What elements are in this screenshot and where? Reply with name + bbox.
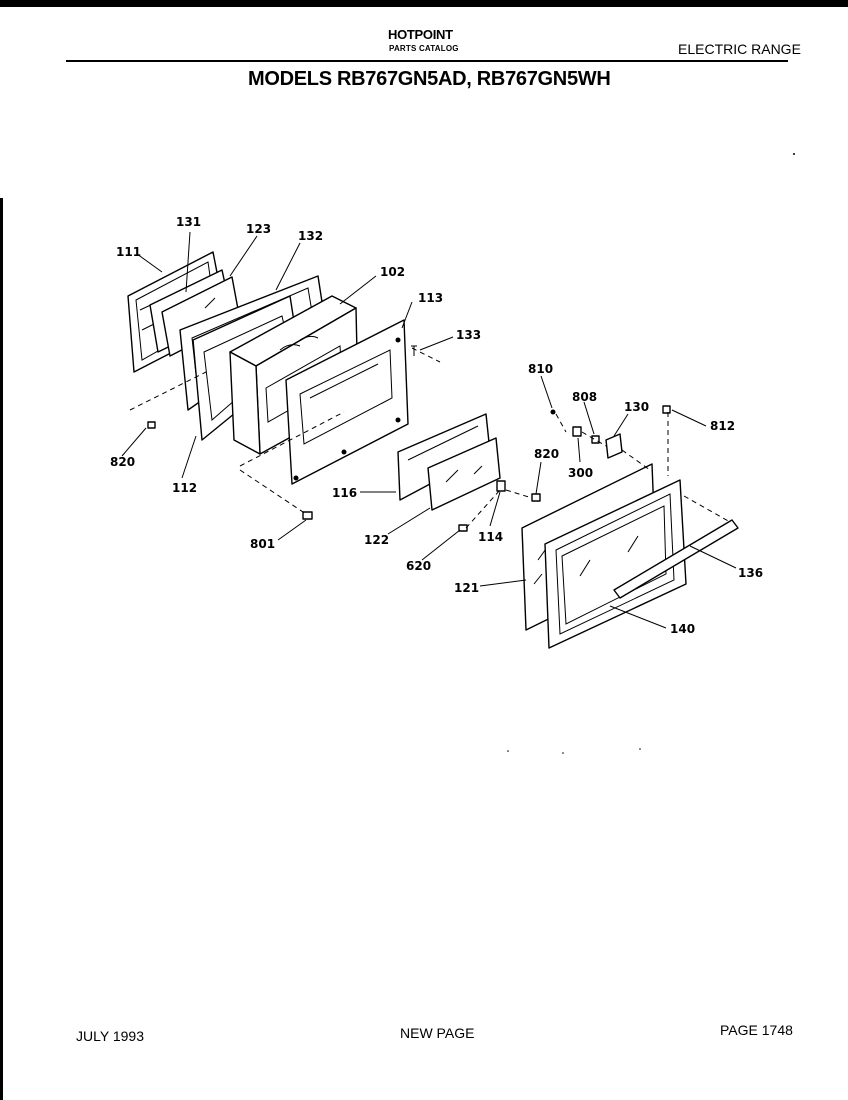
- callout-111: 111: [116, 245, 141, 259]
- callout-620: 620: [406, 559, 431, 573]
- part-801-screw: [302, 511, 313, 520]
- callout-300: 300: [568, 466, 593, 480]
- part-810-pin: [550, 409, 556, 415]
- callout-123: 123: [246, 222, 271, 236]
- part-812-screw: [662, 405, 671, 414]
- part-133-screw: [411, 345, 417, 356]
- category-label: ELECTRIC RANGE: [678, 41, 801, 57]
- part-808-nut: [591, 435, 600, 444]
- callout-114: 114: [478, 530, 503, 544]
- part-130-bracket: [605, 433, 623, 459]
- callout-808: 808: [572, 390, 597, 404]
- part-300-spacer: [572, 426, 582, 437]
- part-114-clip: [496, 480, 506, 492]
- part-122-glass: [427, 437, 501, 511]
- part-136-handle: [613, 519, 739, 599]
- top-border: [0, 0, 848, 7]
- callout-130: 130: [624, 400, 649, 414]
- footer-status: NEW PAGE: [400, 1025, 475, 1041]
- part-113-panel: [285, 319, 409, 485]
- callout-133: 133: [456, 328, 481, 342]
- scan-specks: [507, 153, 795, 754]
- part-620-screw: [458, 524, 468, 532]
- part-820-screw-left: [147, 421, 156, 429]
- part-140-frame: [544, 479, 687, 649]
- callout-801: 801: [250, 537, 275, 551]
- part-820-screw: [531, 493, 541, 502]
- callout-labels: 131 123 111 132 102 113 133 820 112 801 …: [110, 215, 763, 636]
- callout-102: 102: [380, 265, 405, 279]
- footer-page: PAGE 1748: [720, 1022, 793, 1038]
- footer-date: JULY 1993: [76, 1028, 144, 1044]
- models-title: MODELS RB767GN5AD, RB767GN5WH: [248, 68, 611, 90]
- callout-132: 132: [298, 229, 323, 243]
- callout-812: 812: [710, 419, 735, 433]
- callout-131: 131: [176, 215, 201, 229]
- leader-lines: [121, 231, 737, 629]
- left-border: [0, 198, 3, 1100]
- callout-113: 113: [418, 291, 443, 305]
- callout-136: 136: [738, 566, 763, 580]
- callout-820-left: 820: [110, 455, 135, 469]
- callout-121: 121: [454, 581, 479, 595]
- callout-810: 810: [528, 362, 553, 376]
- brand-title: HOTPOINT: [388, 27, 453, 42]
- callout-112: 112: [172, 481, 197, 495]
- callout-140: 140: [670, 622, 695, 636]
- catalog-subtitle: PARTS CATALOG: [389, 44, 459, 53]
- callout-122: 122: [364, 533, 389, 547]
- callout-820-mid: 820: [534, 447, 559, 461]
- header-rule: [66, 60, 788, 62]
- callout-116: 116: [332, 486, 357, 500]
- assembly-guides: [129, 347, 731, 529]
